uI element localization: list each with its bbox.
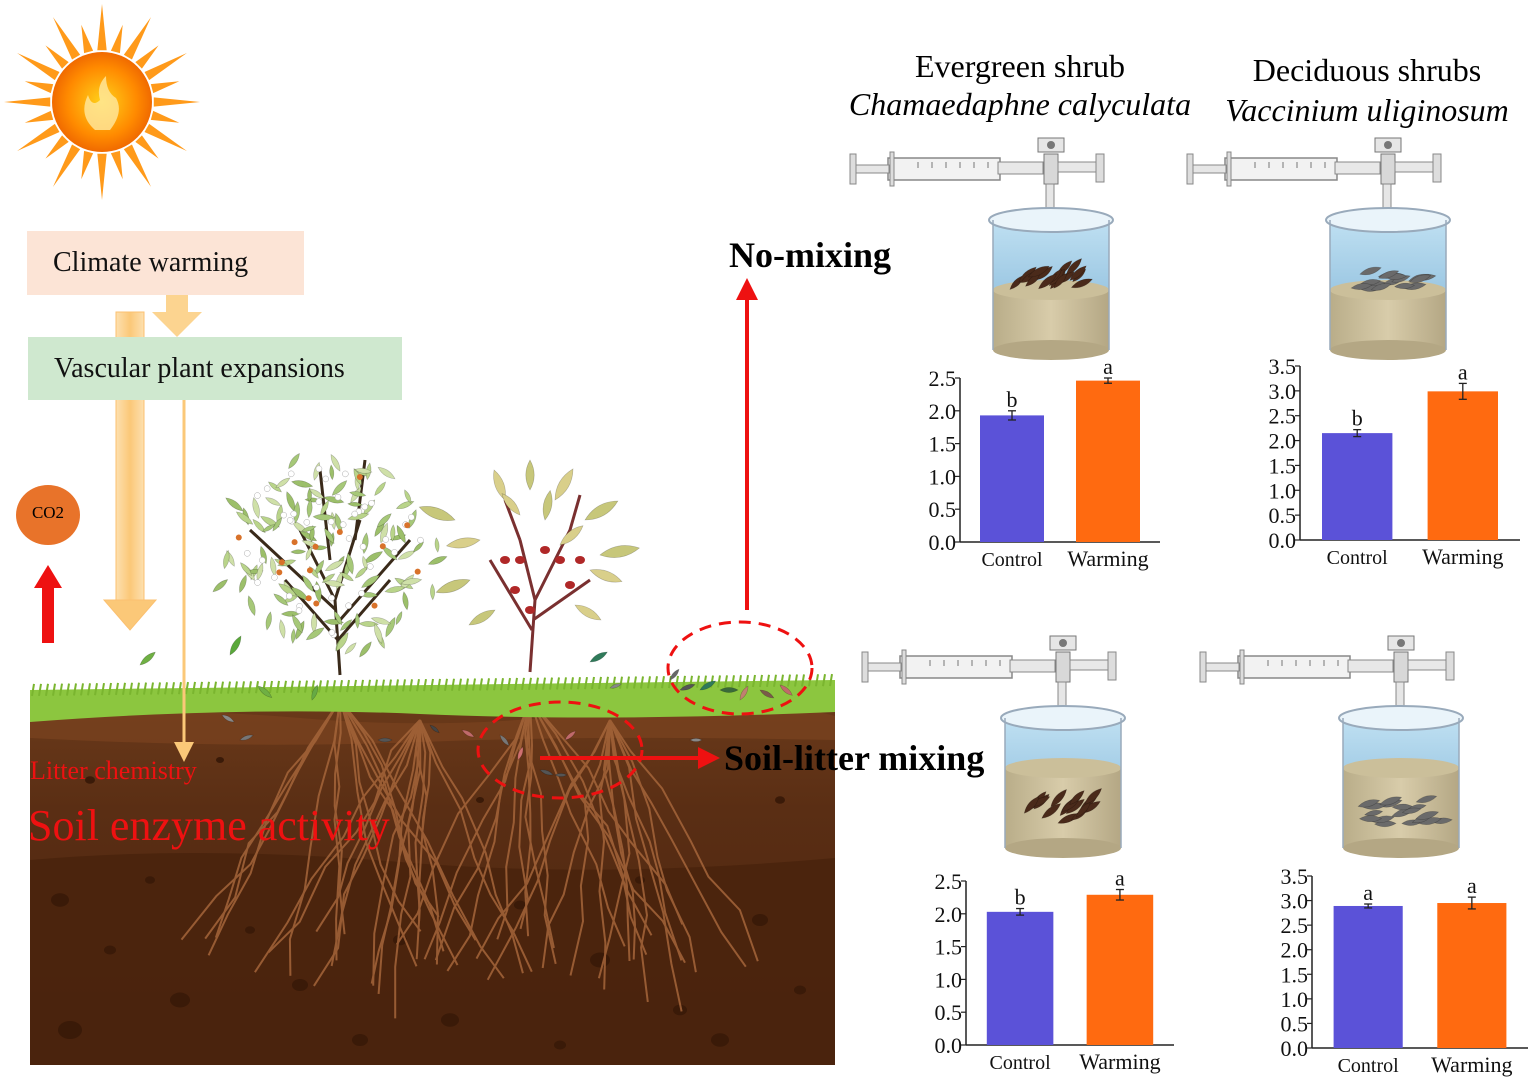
no-mixing-label: No-mixing [729, 235, 891, 275]
y-tick-label: 2.0 [929, 399, 957, 424]
y-tick-label: 2.0 [1269, 429, 1297, 454]
y-tick-label: 0.0 [935, 1033, 963, 1058]
significance-letter: a [1467, 873, 1477, 898]
bar-warming [1076, 380, 1140, 542]
buried-litter-highlight [476, 700, 644, 800]
incubation-jar-illustration [1186, 137, 1451, 360]
x-tick-label: Warming [1431, 1052, 1512, 1077]
deciduous-title: Deciduous shrubs [1252, 52, 1482, 88]
evergreen-shrub-illustration [212, 452, 448, 676]
bar-warming [1427, 391, 1498, 540]
co2-bubble [16, 485, 80, 545]
x-tick-label: Control [990, 1052, 1052, 1074]
climate-warming-label: Climate warming [53, 247, 249, 278]
climate-to-plant-arrow [152, 294, 202, 337]
soil-profile [30, 699, 835, 1065]
grass-strip [30, 673, 835, 722]
y-tick-label: 1.0 [1281, 987, 1309, 1012]
bar-control [980, 415, 1044, 542]
vascular-plant-box: Vascular plant expansions [28, 337, 402, 400]
soil-litter-mixing-label: Soil-litter mixing [724, 738, 985, 778]
y-tick-label: 1.5 [929, 432, 957, 457]
y-tick-label: 0.5 [1269, 503, 1297, 528]
x-tick-label: Control [1338, 1055, 1400, 1077]
y-tick-label: 1.0 [929, 464, 957, 489]
litter-chemistry-label: Litter chemistry [30, 756, 197, 785]
surface-litter-highlight [666, 620, 814, 716]
no-mixing-arrow [736, 278, 758, 610]
evergreen-species: Chamaedaphne calyculata [848, 86, 1192, 122]
bar-warming [1086, 894, 1154, 1045]
sun-icon [4, 4, 200, 200]
y-tick-label: 2.5 [1269, 404, 1297, 429]
y-tick-label: 1.0 [935, 967, 963, 992]
vascular-plant-label: Vascular plant expansions [54, 352, 345, 384]
y-tick-label: 0.5 [935, 1000, 963, 1025]
x-tick-label: Warming [1079, 1049, 1160, 1074]
significance-letter: b [1015, 885, 1026, 910]
bar-control [1322, 433, 1393, 540]
y-tick-label: 3.5 [1269, 354, 1297, 379]
incubation-jar-illustration [1199, 635, 1464, 858]
x-tick-label: Control [1327, 547, 1389, 569]
y-tick-label: 0.5 [1281, 1011, 1309, 1036]
y-tick-label: 1.5 [1281, 962, 1309, 987]
incubation-jar-illustration [861, 635, 1126, 858]
y-tick-label: 3.5 [1281, 864, 1309, 889]
significance-letter: a [1103, 354, 1113, 379]
significance-letter: a [1363, 880, 1373, 905]
y-tick-label: 1.0 [1269, 478, 1297, 503]
x-tick-label: Warming [1422, 544, 1503, 569]
climate-warming-box: Climate warming [27, 231, 304, 295]
y-tick-label: 2.0 [935, 902, 963, 927]
bar-control [986, 911, 1054, 1045]
significance-letter: b [1352, 406, 1363, 431]
y-tick-label: 2.5 [1281, 913, 1309, 938]
y-tick-label: 0.0 [929, 530, 957, 555]
x-tick-label: Warming [1067, 546, 1148, 571]
y-tick-label: 1.5 [935, 935, 963, 960]
evergreen-title: Evergreen shrub [915, 48, 1125, 84]
incubation-jar-illustration [849, 137, 1114, 360]
plant-to-litter-arrow [174, 398, 194, 762]
y-tick-label: 0.0 [1269, 528, 1297, 553]
significance-letter: a [1458, 359, 1468, 384]
soil-enzyme-activity-label: Soil enzyme activity [28, 801, 390, 850]
y-tick-label: 3.0 [1281, 889, 1309, 914]
y-tick-label: 2.0 [1281, 938, 1309, 963]
significance-letter: b [1007, 387, 1018, 412]
y-tick-label: 2.5 [929, 366, 957, 391]
y-tick-label: 1.5 [1269, 453, 1297, 478]
co2-arrow [34, 565, 62, 643]
deciduous-shrub-illustration [418, 459, 640, 673]
soil-litter-mixing-arrow [540, 747, 720, 769]
x-tick-label: Control [981, 549, 1043, 571]
y-tick-label: 3.0 [1269, 379, 1297, 404]
y-tick-label: 2.5 [935, 869, 963, 894]
deciduous-species: Vaccinium uliginosum [1225, 92, 1509, 128]
co2-label: CO2 [31, 503, 65, 522]
y-tick-label: 0.5 [929, 497, 957, 522]
y-tick-label: 0.0 [1281, 1036, 1309, 1061]
bar-control [1333, 905, 1403, 1048]
bar-warming [1437, 903, 1507, 1048]
significance-letter: a [1115, 866, 1125, 891]
